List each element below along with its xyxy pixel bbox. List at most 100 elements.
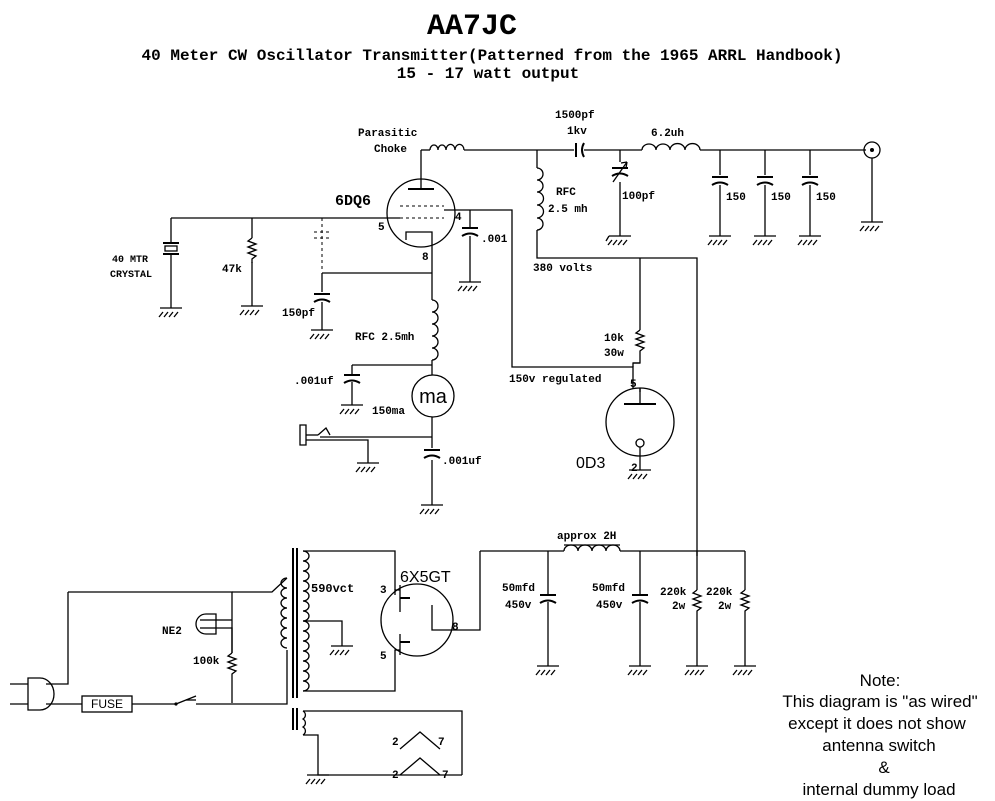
- dashed-cap: [314, 218, 330, 272]
- label-150ma: 150ma: [372, 406, 405, 418]
- subtitle: 40 Meter CW Oscillator Transmitter(Patte…: [142, 47, 843, 65]
- cap-150-b: [756, 176, 774, 186]
- note-line-4: antenna switch: [822, 736, 935, 755]
- coil-6.2uh: [641, 142, 701, 151]
- label-220k-b: 220k: [706, 587, 733, 599]
- ground-symbols-top: [605, 221, 883, 246]
- label-50mfd-a: 50mfd: [502, 583, 535, 595]
- label-fil-7b: 7: [442, 770, 449, 782]
- label-rfc-2.5mh: RFC 2.5mh: [355, 332, 414, 344]
- label-150-c: 150: [816, 192, 836, 204]
- label-10k: 10k: [604, 333, 624, 345]
- key-jack: [299, 424, 369, 463]
- component-labels: Parasitic Choke 1500pf 1kv 6.2uh RFC 2.5…: [91, 110, 836, 782]
- label-crystal: CRYSTAL: [110, 270, 152, 281]
- label-150v-regulated: 150v regulated: [509, 374, 601, 386]
- crystal: [163, 242, 179, 255]
- resistor-47k: [246, 237, 258, 263]
- cap-50mfd-a: [539, 594, 557, 604]
- label-50mfd-b: 50mfd: [592, 583, 625, 595]
- note-line-3: except it does not show: [788, 714, 966, 733]
- label-6dq6: 6DQ6: [335, 193, 371, 210]
- label-1kv: 1kv: [567, 126, 587, 138]
- label-parasitic: Parasitic: [358, 128, 417, 140]
- label-2w-a: 2w: [672, 601, 686, 613]
- label-100k: 100k: [193, 656, 220, 668]
- label-rect-pin5: 5: [380, 651, 387, 663]
- label-30w: 30w: [604, 348, 624, 360]
- label-100pf: 100pf: [622, 191, 655, 203]
- cap-001uf-b: [423, 449, 441, 459]
- label-001uf-a: .001uf: [294, 376, 334, 388]
- label-450v-a: 450v: [505, 600, 532, 612]
- label-40mtr: 40 MTR: [112, 255, 148, 266]
- label-fil-7a: 7: [438, 737, 445, 749]
- note-line-1: Note:: [860, 671, 901, 690]
- label-6x5gt: 6X5GT: [400, 569, 451, 586]
- label-pin4: 4: [455, 212, 462, 224]
- label-approx-2h: approx 2H: [557, 531, 616, 543]
- ne2-lamp: [195, 613, 217, 635]
- label-001uf-b: .001uf: [442, 456, 482, 468]
- choke-2h: [563, 544, 621, 552]
- note-line-6: internal dummy load: [802, 780, 955, 799]
- label-ma: ma: [419, 386, 448, 408]
- note-line-5: &: [878, 758, 890, 777]
- cap-001uf-a: [343, 374, 361, 384]
- resistor-100k: [226, 652, 238, 679]
- label-fil-2a: 2: [392, 737, 399, 749]
- label-choke: Choke: [374, 144, 407, 156]
- ground-symbols-osc: [158, 281, 481, 515]
- label-ne2: NE2: [162, 626, 182, 638]
- label-2w-b: 2w: [718, 601, 732, 613]
- cap-001: [461, 227, 479, 237]
- cap-100pf-variable: [611, 161, 629, 183]
- top-rf-wiring: [420, 149, 873, 556]
- label-rfc: RFC: [556, 187, 576, 199]
- label-pin8: 8: [422, 252, 429, 264]
- label-fuse: FUSE: [91, 697, 123, 711]
- label-150pf: 150pf: [282, 308, 315, 320]
- parasitic-choke: [429, 143, 465, 151]
- label-450v-b: 450v: [596, 600, 623, 612]
- label-fil-2b: 2: [392, 770, 399, 782]
- cap-50mfd-b: [631, 594, 649, 604]
- cap-150pf: [313, 293, 331, 303]
- cap-1500pf: [575, 142, 585, 158]
- cap-150-c: [801, 176, 819, 186]
- label-150-b: 150: [771, 192, 791, 204]
- filament-wiring: [399, 731, 441, 776]
- label-rect-pin8: 8: [452, 622, 459, 634]
- label-2.5mh: 2.5 mh: [548, 204, 588, 216]
- title: AA7JC: [427, 10, 517, 44]
- tube-6dq6: [386, 176, 456, 248]
- note-block: Note: This diagram is "as wired" except …: [782, 671, 977, 799]
- label-220k-a: 220k: [660, 587, 687, 599]
- grid-wiring: [170, 209, 634, 505]
- cap-150-a: [711, 176, 729, 186]
- label-47k: 47k: [222, 264, 242, 276]
- label-0d3: 0D3: [576, 455, 605, 472]
- label-590vct: 590vct: [311, 582, 354, 596]
- power-switch: [174, 695, 197, 706]
- label-6.2uh: 6.2uh: [651, 128, 684, 140]
- power-supply-wiring: [452, 550, 746, 666]
- label-od3-pin5: 5: [630, 379, 637, 391]
- fuse: [81, 695, 133, 713]
- label-1500pf: 1500pf: [555, 110, 595, 122]
- label-150-a: 150: [726, 192, 746, 204]
- label-001: .001: [481, 234, 508, 246]
- resistor-220k-a: [691, 589, 703, 612]
- label-od3-pin2: 2: [631, 463, 638, 475]
- label-rect-pin3: 3: [380, 585, 387, 597]
- antenna-connector: [863, 141, 881, 159]
- label-380v: 380 volts: [533, 263, 592, 275]
- note-line-2: This diagram is "as wired": [782, 692, 977, 711]
- tube-0d3: [605, 380, 675, 480]
- output-line: 15 - 17 watt output: [397, 65, 579, 83]
- resistor-10k: [632, 329, 646, 367]
- ac-plug: [10, 677, 55, 711]
- milliammeter: [411, 374, 455, 418]
